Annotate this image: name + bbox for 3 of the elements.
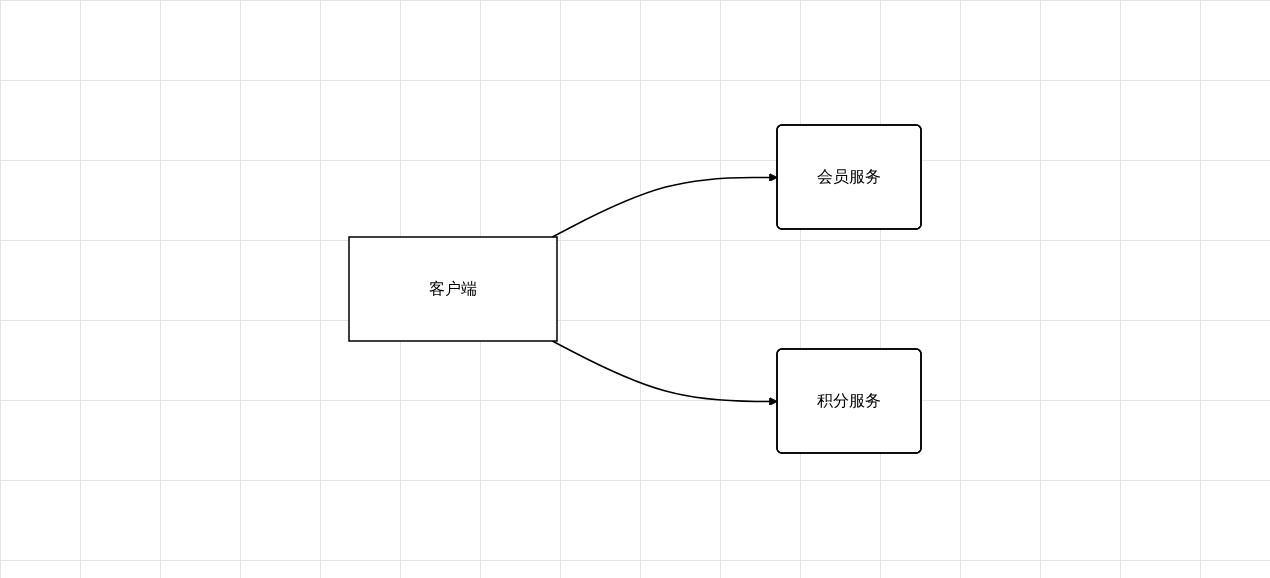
node-box: 客户端 [348,236,558,342]
arrow [551,173,778,238]
arrow [551,340,778,406]
